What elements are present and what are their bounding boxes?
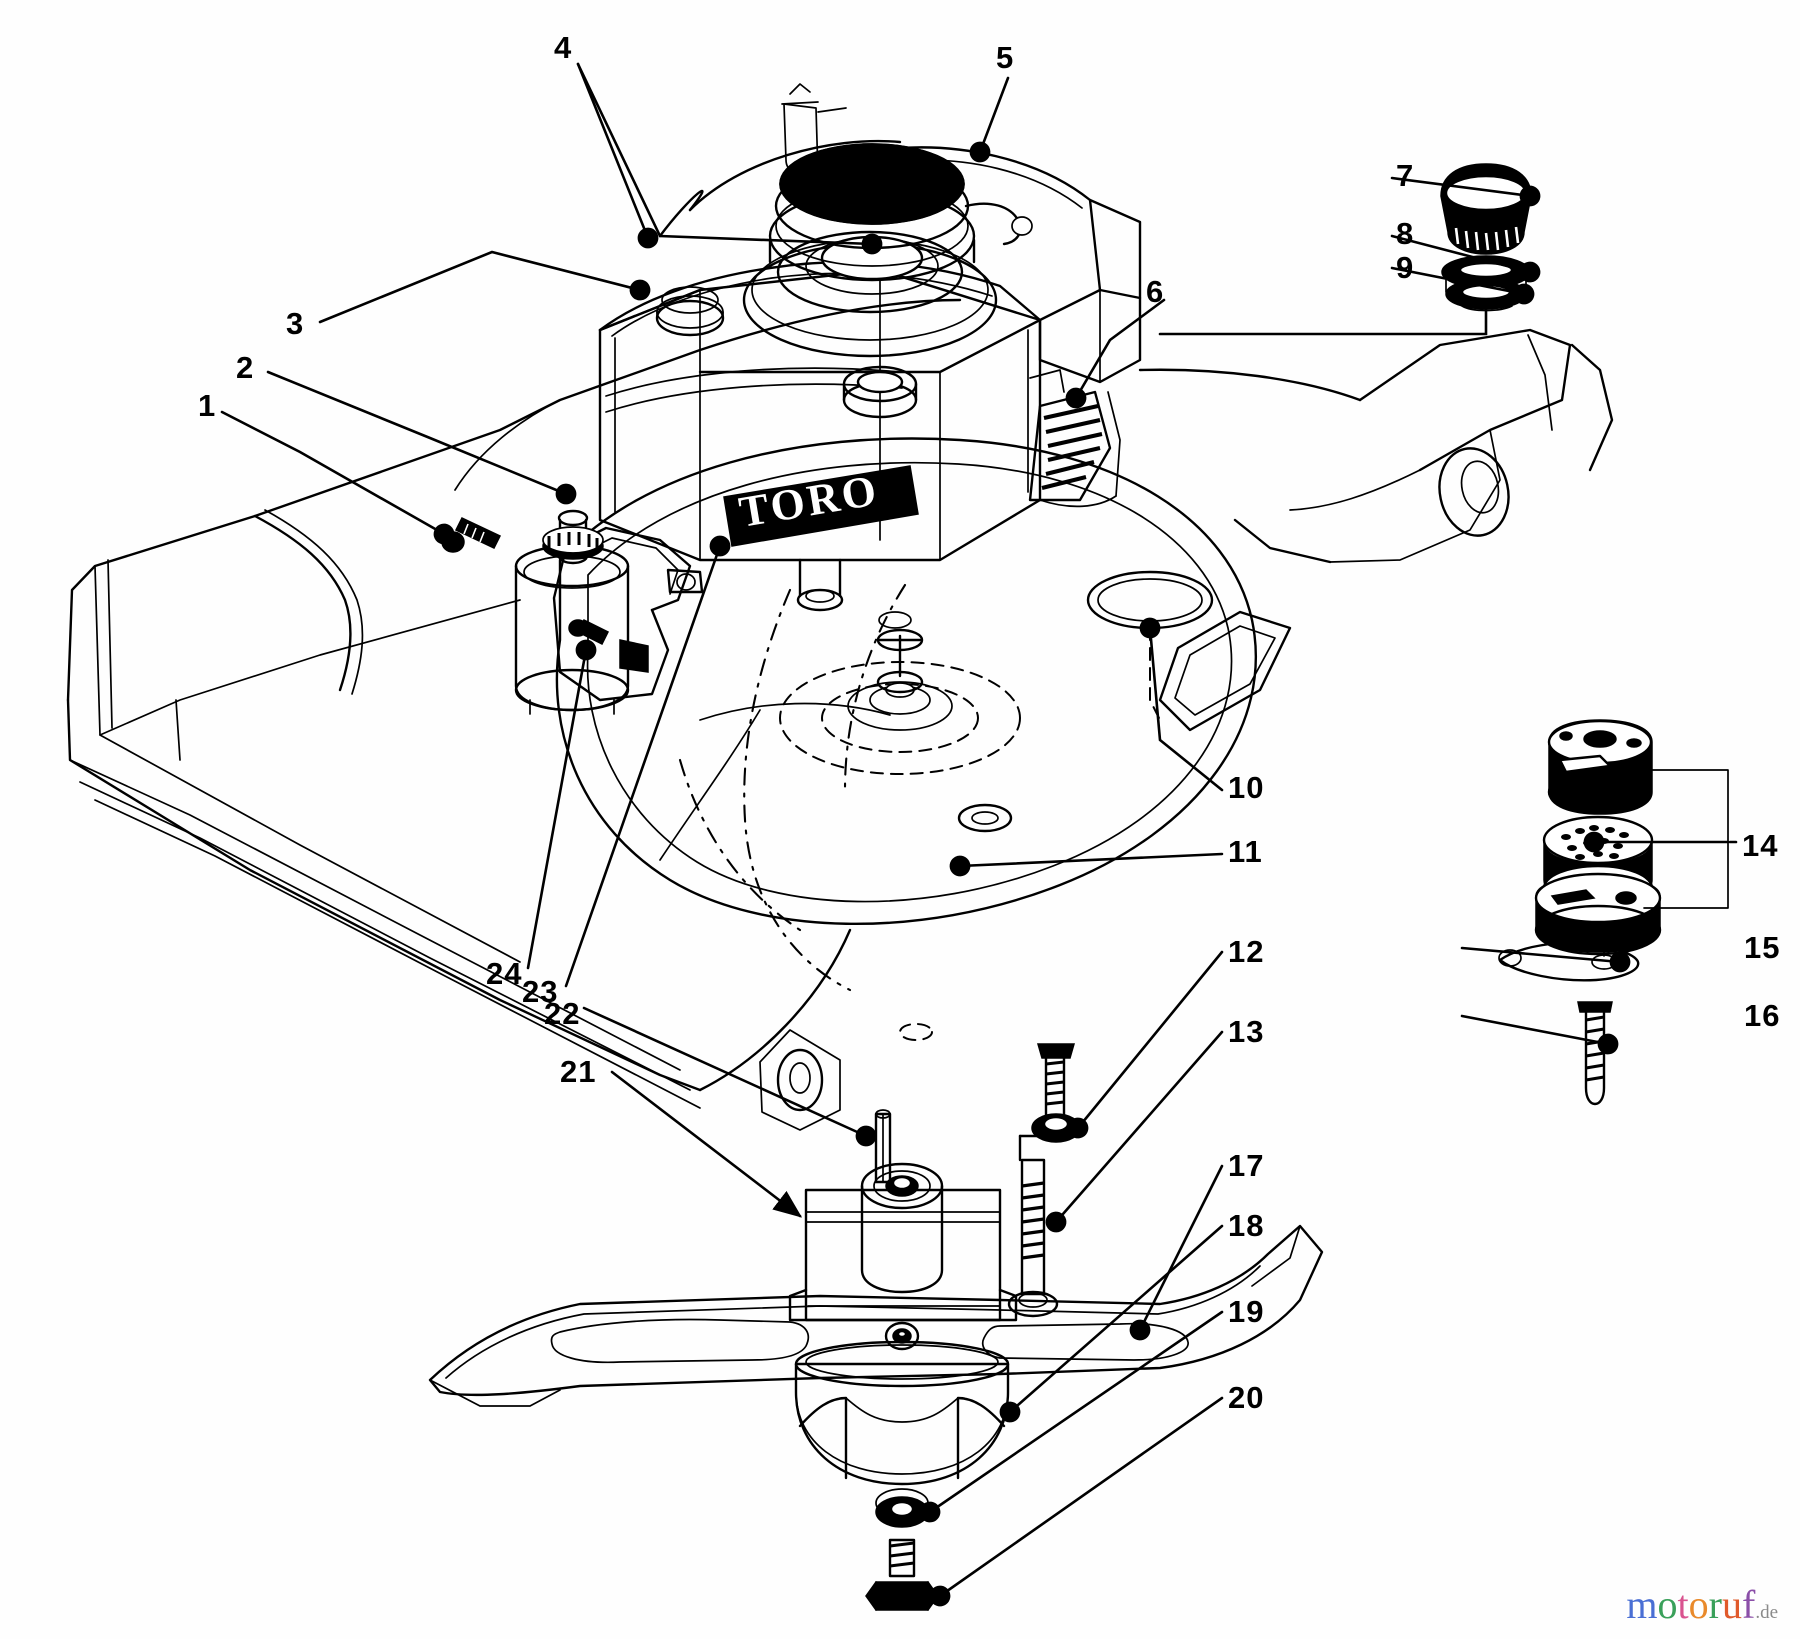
blade-washer [875,1488,929,1528]
filter-screw [1577,1001,1613,1106]
callout-7: 7 [1396,158,1414,193]
fastener-part13 [1007,1134,1059,1318]
callout-6: 6 [1146,274,1164,309]
callout-5: 5 [996,40,1014,75]
filter-assembly [1498,719,1730,1106]
callout-16: 16 [1744,998,1780,1033]
callout-13: 13 [1228,1014,1264,1049]
callout-23: 23 [522,974,558,1009]
watermark-letter-t: t [1677,1582,1689,1627]
blade-adapter [788,1162,1018,1322]
watermark-letter-m: m [1626,1582,1658,1627]
motoruf-watermark: motoruf.de [1626,1585,1778,1625]
starter-mount-screw [568,618,610,646]
blade-nut [865,1538,939,1611]
callout-4: 4 [554,30,572,65]
callout-18: 18 [1228,1208,1264,1243]
callout-10: 10 [1228,770,1264,805]
filter-clamp [1498,941,1640,982]
callout-19: 19 [1228,1294,1264,1329]
callout-1: 1 [198,388,216,423]
watermark-letter-u: u [1721,1582,1742,1627]
deck-screw-part1 [441,517,502,553]
cooling-fins [1028,369,1121,508]
callout-3: 3 [286,306,304,341]
callout-17: 17 [1228,1148,1264,1183]
mower-deck [66,298,1614,1131]
callout-14: 14 [1742,828,1778,863]
watermark-letter-f: f [1741,1582,1756,1627]
fuel-cap-assembly [1440,163,1532,312]
callout-9: 9 [1396,250,1414,285]
electric-starter-motor [514,509,704,715]
fastener-part12 [1031,1043,1081,1143]
watermark-letter-o2: o [1688,1582,1709,1627]
callout-12: 12 [1228,934,1264,969]
watermark-letter-o1: o [1657,1582,1678,1627]
callout-21: 21 [560,1054,596,1089]
callout-20: 20 [1228,1380,1264,1415]
spindle-key-part22 [874,1109,892,1184]
spindle-hidden-outline [779,661,1021,775]
toro-brand-plate: TORO [723,465,919,547]
callout-24: 24 [486,956,522,991]
callout-11: 11 [1228,834,1263,869]
watermark-tld: de [1760,1602,1778,1623]
callout-15: 15 [1744,930,1780,965]
callout-2: 2 [236,350,254,385]
blade-cup [794,1340,1010,1486]
blade-assembly [428,1162,1324,1611]
leader-lines [220,62,1631,1607]
recoil-starter [742,83,1033,358]
callout-labels: 1 2 3 4 5 6 7 8 9 10 11 12 13 14 15 16 1… [198,30,1780,1415]
callout-8: 8 [1396,216,1414,251]
pinion-gear [542,526,604,560]
watermark-dot: . [1755,1602,1761,1623]
callout-22: 22 [544,996,580,1031]
watermark-letter-r: r [1708,1582,1722,1627]
